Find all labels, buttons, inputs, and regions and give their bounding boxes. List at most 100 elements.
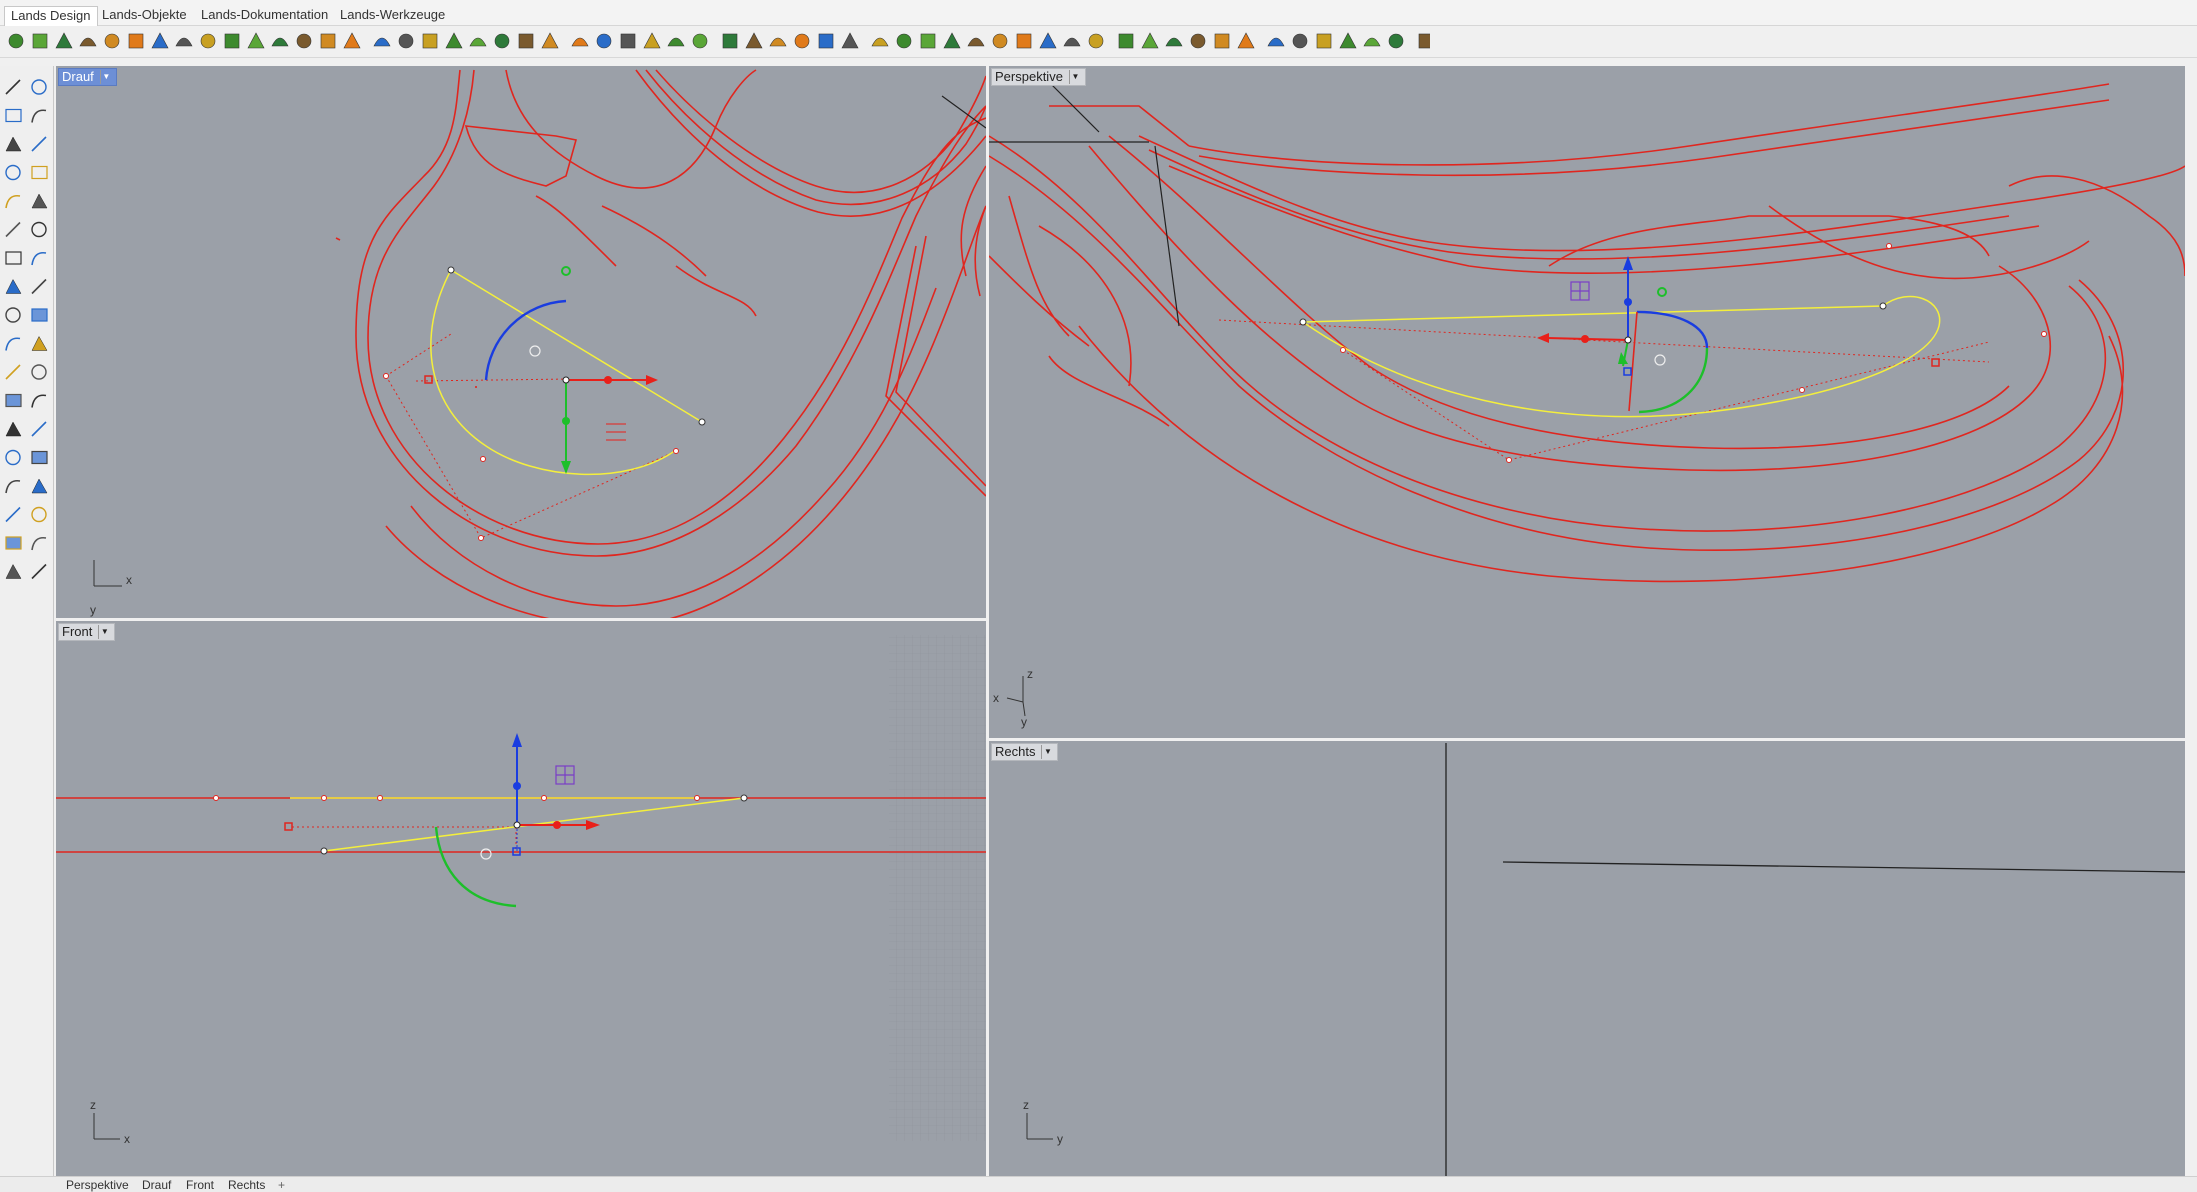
toolbar-tool-icon[interactable] bbox=[1363, 37, 1381, 47]
right-view-drawing[interactable]: y z bbox=[989, 741, 2185, 1176]
palette-tool-icon[interactable] bbox=[31, 450, 48, 465]
toolbar-tool-icon[interactable] bbox=[445, 32, 463, 49]
toolbar-tool-icon[interactable] bbox=[1339, 32, 1357, 49]
palette-tool-icon[interactable] bbox=[31, 165, 48, 180]
palette-tool-icon[interactable] bbox=[31, 109, 47, 123]
viewport-right[interactable]: Rechts ▼ y z bbox=[989, 741, 2185, 1176]
tab-lands-dokumentation[interactable]: Lands-Dokumentation bbox=[201, 7, 329, 22]
toolbar-tool-icon[interactable] bbox=[1214, 33, 1230, 49]
gumball-widget[interactable] bbox=[484, 266, 658, 474]
palette-tool-icon[interactable] bbox=[5, 506, 21, 523]
palette-tool-icon[interactable] bbox=[31, 364, 47, 380]
toolbar-tool-icon[interactable] bbox=[818, 33, 834, 49]
toolbar-tool-icon[interactable] bbox=[373, 37, 391, 47]
toolbar-tool-icon[interactable] bbox=[247, 32, 265, 49]
palette-tool-icon[interactable] bbox=[31, 278, 47, 295]
chevron-down-icon[interactable]: ▼ bbox=[1068, 70, 1081, 84]
chevron-down-icon[interactable]: ▼ bbox=[99, 70, 112, 84]
palette-tool-icon[interactable] bbox=[31, 563, 47, 580]
toolbar-tool-icon[interactable] bbox=[1039, 32, 1057, 49]
palette-tool-icon[interactable] bbox=[5, 421, 22, 437]
toolbar-tool-icon[interactable] bbox=[104, 33, 120, 49]
toolbar-tool-icon[interactable] bbox=[224, 33, 240, 49]
palette-tool-icon[interactable] bbox=[31, 421, 47, 437]
toolbar-tool-icon[interactable] bbox=[794, 33, 810, 49]
black-horizontal-line[interactable] bbox=[1502, 861, 2185, 873]
toolbar-tool-icon[interactable] bbox=[1063, 37, 1081, 47]
toolbar-tool-icon[interactable] bbox=[1237, 32, 1255, 49]
palette-tool-icon[interactable] bbox=[5, 136, 22, 152]
palette-tool-icon[interactable] bbox=[5, 79, 21, 95]
toolbar-tool-icon[interactable] bbox=[1165, 37, 1183, 47]
toolbar-tool-icon[interactable] bbox=[494, 33, 510, 49]
toolbar-tool-icon[interactable] bbox=[200, 33, 216, 49]
viewport-right-label[interactable]: Rechts ▼ bbox=[991, 743, 1059, 761]
perspective-view-drawing[interactable]: x z y bbox=[989, 66, 2185, 738]
palette-tool-icon[interactable] bbox=[5, 479, 21, 494]
viewport-top-label[interactable]: Drauf ▼ bbox=[58, 68, 117, 86]
tab-lands-werkzeuge[interactable]: Lands-Werkzeuge bbox=[340, 7, 446, 22]
front-view-drawing[interactable]: x z bbox=[56, 621, 986, 1176]
palette-tool-icon[interactable] bbox=[31, 193, 48, 209]
toolbar-tool-icon[interactable] bbox=[296, 33, 312, 49]
toolbar-tool-icon[interactable] bbox=[745, 32, 763, 49]
control-points[interactable] bbox=[213, 794, 748, 855]
toolbar-tool-icon[interactable] bbox=[943, 32, 961, 49]
toolbar-tool-icon[interactable] bbox=[55, 32, 73, 49]
toolbar-tool-icon[interactable] bbox=[571, 37, 589, 47]
palette-tool-icon[interactable] bbox=[31, 221, 47, 238]
selected-curve[interactable] bbox=[430, 269, 703, 476]
toolbar-tool-icon[interactable] bbox=[1292, 33, 1308, 49]
tab-lands-design[interactable]: Lands Design bbox=[4, 6, 98, 26]
toolbar-tool-icon[interactable] bbox=[151, 32, 169, 49]
control-points[interactable] bbox=[383, 266, 706, 541]
toolbar-tool-icon[interactable] bbox=[175, 37, 193, 47]
viewport-perspective-label[interactable]: Perspektive ▼ bbox=[991, 68, 1086, 86]
gumball-widget[interactable] bbox=[1537, 256, 1709, 414]
toolbar-tool-icon[interactable] bbox=[79, 37, 97, 47]
toolbar-tool-icon[interactable] bbox=[967, 37, 985, 47]
toolbar-tool-icon[interactable] bbox=[343, 32, 361, 49]
chevron-down-icon[interactable]: ▼ bbox=[98, 625, 110, 639]
toolbar-tool-icon[interactable] bbox=[1190, 33, 1206, 49]
toolbar-tool-icon[interactable] bbox=[920, 33, 936, 49]
viewport-tab-drauf[interactable]: Drauf bbox=[142, 1178, 172, 1192]
toolbar-tool-icon[interactable] bbox=[1016, 33, 1032, 49]
palette-tool-icon[interactable] bbox=[31, 308, 48, 322]
red-curves[interactable] bbox=[989, 83, 2185, 583]
toolbar-tool-icon[interactable] bbox=[1088, 33, 1104, 49]
toolbar-tool-icon[interactable] bbox=[896, 33, 912, 49]
selected-curve[interactable] bbox=[1302, 295, 1941, 418]
palette-tool-icon[interactable] bbox=[5, 278, 22, 294]
palette-tool-icon[interactable] bbox=[5, 393, 22, 408]
toolbar-tool-icon[interactable] bbox=[1388, 33, 1404, 49]
palette-tool-icon[interactable] bbox=[5, 364, 21, 380]
toolbar-tool-icon[interactable] bbox=[1418, 33, 1430, 49]
toolbar-tool-icon[interactable] bbox=[667, 37, 685, 47]
toolbar-tool-icon[interactable] bbox=[722, 33, 738, 49]
toolbar-tool-icon[interactable] bbox=[1118, 33, 1134, 49]
top-view-drawing[interactable]: x y bbox=[56, 66, 986, 618]
chevron-down-icon[interactable]: ▼ bbox=[1041, 745, 1053, 759]
red-curves[interactable] bbox=[335, 69, 986, 618]
palette-tool-icon[interactable] bbox=[5, 307, 21, 323]
toolbar-tool-icon[interactable] bbox=[1141, 32, 1159, 49]
palette-tool-icon[interactable] bbox=[31, 478, 48, 494]
toolbar-tool-icon[interactable] bbox=[643, 32, 661, 49]
palette-tool-icon[interactable] bbox=[5, 563, 22, 579]
palette-tool-icon[interactable] bbox=[31, 251, 47, 266]
toolbar-tool-icon[interactable] bbox=[992, 33, 1008, 49]
toolbar-tool-icon[interactable] bbox=[620, 33, 636, 49]
palette-tool-icon[interactable] bbox=[5, 337, 21, 351]
toolbar-tool-icon[interactable] bbox=[841, 32, 859, 49]
toolbar-tool-icon[interactable] bbox=[1267, 37, 1285, 47]
palette-tool-icon[interactable] bbox=[31, 136, 47, 152]
toolbar-tool-icon[interactable] bbox=[518, 33, 534, 49]
toolbar-tool-icon[interactable] bbox=[32, 33, 48, 49]
gumball-widget[interactable] bbox=[434, 733, 600, 908]
palette-tool-icon[interactable] bbox=[5, 449, 21, 466]
palette-tool-icon[interactable] bbox=[5, 108, 22, 123]
viewport-perspective[interactable]: Perspektive ▼ bbox=[989, 66, 2185, 738]
toolbar-tool-icon[interactable] bbox=[871, 37, 889, 47]
control-points[interactable] bbox=[1299, 243, 2047, 463]
